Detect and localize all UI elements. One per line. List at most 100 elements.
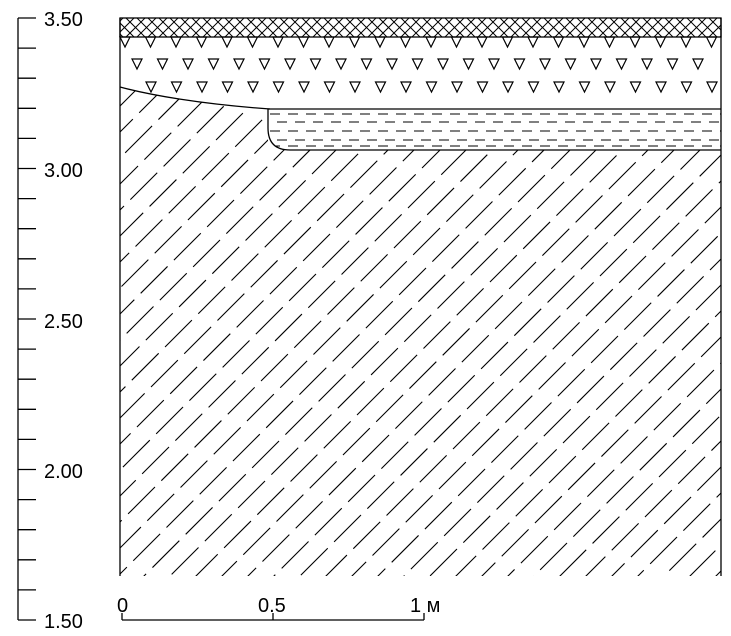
crosshatch-line (576, 18, 597, 37)
hatch-line (155, 87, 721, 576)
hatch-line (120, 87, 341, 576)
triangle-mark (527, 81, 540, 94)
triangle-mark (590, 58, 602, 71)
hatch-line (120, 87, 315, 576)
hatch-line (441, 87, 721, 576)
triangle-mark (335, 58, 347, 71)
triangle-mark (309, 58, 322, 71)
triangle-mark (502, 81, 514, 94)
crosshatch-line (147, 18, 168, 37)
triangle-mark (615, 58, 628, 71)
crosshatch-line (224, 18, 245, 37)
elevation-label-3-00: 3.00 (44, 160, 83, 182)
hatch-line (120, 87, 289, 576)
elevation-axis-ticks (18, 17, 36, 621)
rubble-layer (119, 36, 718, 94)
crosshatch-line (477, 18, 498, 37)
triangle-mark (553, 81, 565, 94)
triangle-mark (360, 58, 373, 71)
hatch-line (233, 87, 721, 576)
section-box (93, 17, 722, 576)
triangle-mark (425, 36, 437, 49)
triangle-mark (604, 81, 616, 94)
crosshatch-line (301, 18, 322, 37)
triangle-mark (603, 36, 616, 49)
triangle-mark (349, 81, 361, 94)
elevation-label-2-50: 2.50 (44, 311, 83, 333)
crosshatch-line (334, 18, 355, 37)
triangle-mark (641, 58, 653, 71)
dashed-lens (270, 113, 721, 147)
crosshatch-line (246, 18, 267, 37)
triangle-mark (488, 58, 500, 71)
crosshatch-line (510, 18, 531, 37)
triangle-mark (437, 58, 449, 71)
crosshatch-line (664, 18, 685, 37)
hatch-line (675, 87, 721, 576)
triangle-mark (221, 36, 233, 49)
hatch-line (120, 87, 653, 576)
crosshatch-line (389, 18, 410, 37)
hatch-line (120, 87, 211, 576)
crosshatch-line (642, 18, 663, 37)
crosshatch-line (411, 18, 432, 37)
triangle-mark (297, 36, 310, 49)
crosshatch-layer (93, 18, 721, 37)
triangle-mark (476, 81, 489, 94)
crosshatch-line (356, 18, 377, 37)
hatch-line (389, 87, 721, 576)
scale-label-0-5: 0.5 (258, 595, 286, 617)
triangle-mark (323, 36, 335, 49)
triangle-mark (706, 81, 718, 94)
scale-bar: 0 0.5 1 м (117, 595, 440, 621)
crosshatch-line (257, 18, 278, 37)
hatch-line (120, 87, 263, 576)
crosshatch-line (169, 18, 190, 37)
crosshatch-line (499, 18, 520, 37)
hatch-line (493, 87, 721, 576)
triangle-mark (666, 58, 679, 71)
dashed-lens-outline (267, 108, 721, 151)
hatch-line (311, 87, 721, 576)
scale-label-0: 0 (117, 595, 128, 617)
crosshatch-line (312, 18, 333, 37)
crosshatch-line (136, 18, 157, 37)
crosshatch-line (532, 18, 553, 37)
crosshatch-line (213, 18, 234, 37)
triangle-mark (425, 81, 438, 94)
hatch-line (120, 87, 679, 576)
hatch-line (363, 87, 721, 576)
crosshatch-line (543, 18, 564, 37)
hatch-line (545, 87, 721, 576)
boundary-curve (119, 86, 271, 110)
crosshatch-line (290, 18, 311, 37)
crosshatch-line (554, 18, 575, 37)
triangle-mark (196, 81, 208, 94)
triangle-mark (527, 36, 539, 49)
hatch-line (259, 87, 721, 576)
hatch-line (623, 87, 721, 576)
triangle-mark (272, 81, 285, 94)
triangle-mark (578, 81, 591, 94)
triangle-mark (411, 58, 424, 71)
scale-label-1m: 1 м (410, 595, 440, 617)
crosshatch-line (433, 18, 454, 37)
hatch-line (120, 87, 705, 576)
triangle-mark (655, 81, 667, 94)
hatch-line (571, 87, 721, 576)
crosshatch-line (466, 18, 487, 37)
crosshatch-line (653, 18, 674, 37)
crosshatch-line (93, 18, 112, 37)
triangle-mark (564, 58, 577, 71)
hatch-line (207, 87, 721, 576)
crosshatch-line (587, 18, 608, 37)
triangle-mark (221, 81, 234, 94)
elevation-label-1-50: 1.50 (44, 611, 83, 633)
triangle-mark (476, 36, 488, 49)
crosshatch-line (400, 18, 421, 37)
crosshatch-line (120, 18, 135, 33)
hatch-line (120, 87, 601, 576)
dashed-lens-background (268, 109, 721, 150)
crosshatch-line (323, 18, 344, 37)
crosshatch-line (488, 18, 509, 37)
